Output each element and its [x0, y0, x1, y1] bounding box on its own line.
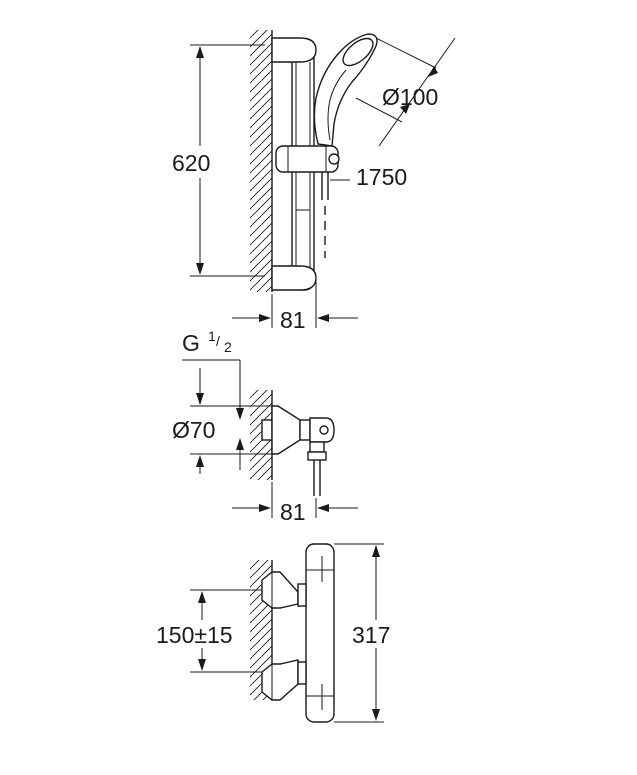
- lower-s-union: [261, 659, 307, 701]
- rail-height-label: 620: [172, 150, 210, 176]
- rail-height-dimension: [172, 44, 265, 277]
- wall-hatch-top: [250, 30, 273, 292]
- shower-hose: [321, 172, 329, 258]
- handshower-diameter-dimension: [355, 37, 456, 147]
- rail-projection-label: 81: [280, 307, 306, 333]
- handshower-diameter-label: Ø100: [382, 84, 438, 110]
- rosette-diameter-dimension: [190, 368, 272, 474]
- centres-label: 150±15: [156, 622, 233, 648]
- thread-denominator: 2: [224, 339, 232, 355]
- length-label: 317: [352, 622, 390, 648]
- hand-shower: [313, 33, 378, 147]
- length-dimension: [334, 543, 384, 723]
- wall-elbow: [261, 405, 335, 496]
- shower-elbow-view: G 1 / 2: [172, 328, 358, 525]
- rail-projection-dimension: [232, 280, 358, 328]
- upper-s-union: [261, 571, 307, 609]
- shower-rail-set-view: 620 Ø100 1750 81: [172, 30, 456, 333]
- rosette-diameter-label: Ø70: [172, 417, 215, 443]
- shower-rail: [271, 37, 340, 291]
- thermostat-body: [305, 543, 335, 723]
- elbow-projection-label: 81: [280, 499, 306, 525]
- thread-slash: /: [216, 333, 220, 349]
- thread-letter: G: [182, 330, 200, 356]
- thermostat-view: 150±15 317: [156, 543, 390, 723]
- centres-dimension: [190, 589, 262, 673]
- hose-length-label: 1750: [356, 164, 407, 190]
- elbow-projection-dimension: [232, 482, 358, 518]
- thread-numerator: 1: [208, 328, 216, 344]
